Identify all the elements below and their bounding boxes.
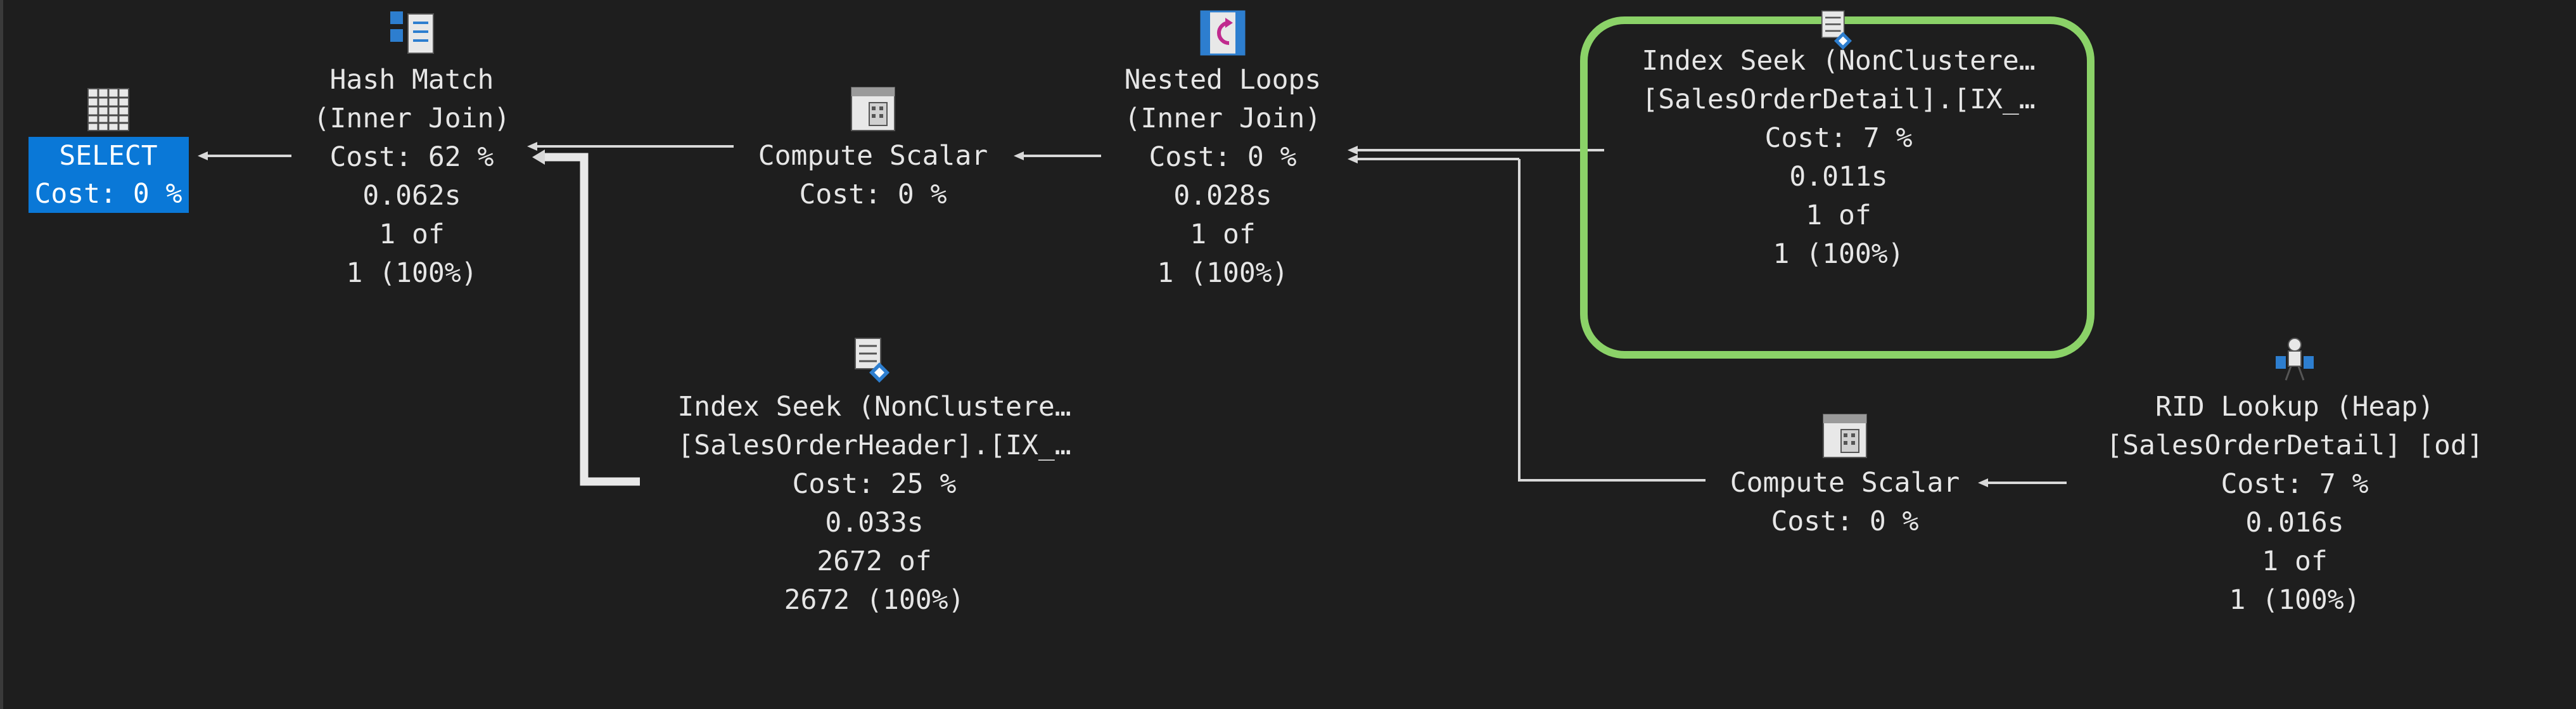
index-seek-icon: [1821, 10, 1852, 50]
index-seek-detail-object: [SalesOrderDetail].[IX_…: [1642, 84, 2036, 115]
index-seek-detail-cost: Cost: 7 %: [1764, 122, 1913, 154]
connector-seek-header-to-hash: [540, 153, 640, 486]
rid-lookup-icon: [2276, 338, 2314, 381]
index-seek-header-cost: Cost: 25 %: [792, 468, 957, 500]
select-cost: Cost: 0 %: [34, 178, 182, 210]
hash-match-cost: Cost: 62 %: [329, 141, 494, 173]
arrowhead-hash-thick: [532, 150, 545, 165]
arrowhead-hash-thin: [527, 142, 537, 151]
index-seek-header-title: Index Seek (NonClustere…: [677, 391, 1071, 423]
nested-loops-subtitle: (Inner Join): [1124, 103, 1322, 134]
index-seek-detail-title: Index Seek (NonClustere…: [1642, 45, 2036, 77]
hash-match-time: 0.062s: [362, 180, 461, 212]
compute-scalar-bottom-cost: Cost: 0 %: [1771, 506, 1919, 537]
plan-node-compute-scalar-top[interactable]: Compute Scalar Cost: 0 %: [734, 84, 1012, 214]
index-seek-header-rows-actual: 2672 of: [817, 546, 932, 577]
index-seek-detail-rows-estimated: 1 (100%): [1773, 238, 1904, 270]
plan-node-rid-lookup[interactable]: RID Lookup (Heap) [SalesOrderDetail] [od…: [2067, 335, 2523, 620]
arrowhead-nested-lower: [1348, 155, 1358, 163]
plan-node-nested-loops[interactable]: Nested Loops (Inner Join) Cost: 0 % 0.02…: [1090, 8, 1356, 293]
compute-scalar-top-cost: Cost: 0 %: [799, 179, 947, 210]
arrowhead-nested: [1348, 146, 1358, 155]
rid-lookup-time: 0.016s: [2245, 507, 2344, 539]
plan-node-select[interactable]: SELECT Cost: 0 %: [14, 84, 203, 213]
select-title: SELECT: [59, 140, 158, 172]
nested-loops-rows-actual: 1 of: [1190, 219, 1256, 250]
rid-lookup-title: RID Lookup (Heap): [2155, 391, 2435, 423]
index-seek-header-object: [SalesOrderHeader].[IX_…: [677, 430, 1071, 461]
compute-scalar-bottom-title: Compute Scalar: [1730, 467, 1960, 499]
compute-scalar-icon: [1823, 414, 1867, 458]
hash-match-title: Hash Match: [329, 64, 494, 96]
arrowhead-compute-top: [1014, 151, 1024, 160]
index-seek-header-rows-estimated: 2672 (100%): [784, 584, 965, 616]
compute-scalar-top-title: Compute Scalar: [758, 140, 988, 172]
plan-node-hash-match[interactable]: Hash Match (Inner Join) Cost: 62 % 0.062…: [279, 8, 545, 293]
nested-loops-rows-estimated: 1 (100%): [1157, 257, 1289, 289]
compute-scalar-icon: [851, 87, 895, 131]
connector-nested-to-compute-bottom: [1518, 159, 1706, 482]
nested-loops-cost: Cost: 0 %: [1149, 141, 1297, 173]
index-seek-detail-rows-actual: 1 of: [1806, 200, 1871, 231]
index-seek-icon: [855, 338, 889, 383]
select-label-box[interactable]: SELECT Cost: 0 %: [28, 137, 189, 213]
arrowhead-select: [198, 151, 208, 160]
hash-match-subtitle: (Inner Join): [313, 103, 511, 134]
selected-operator-outline: [1580, 16, 2095, 359]
plan-node-compute-scalar-bottom[interactable]: Compute Scalar Cost: 0 %: [1706, 411, 1984, 541]
index-seek-header-time: 0.033s: [825, 507, 924, 539]
hash-match-icon: [390, 11, 434, 54]
hash-match-rows-actual: 1 of: [379, 219, 445, 250]
nested-loops-icon: [1200, 10, 1246, 56]
nested-loops-time: 0.028s: [1173, 180, 1272, 212]
pane-left-border: [0, 0, 3, 709]
plan-node-index-seek-detail[interactable]: Index Seek (NonClustere… [SalesOrderDeta…: [1604, 8, 2073, 274]
rid-lookup-rows-estimated: 1 (100%): [2229, 584, 2361, 616]
rid-lookup-rows-actual: 1 of: [2262, 546, 2328, 577]
rid-lookup-object: [SalesOrderDetail] [od]: [2106, 430, 2484, 461]
index-seek-detail-time: 0.011s: [1789, 161, 1888, 193]
hash-match-rows-estimated: 1 (100%): [346, 257, 478, 289]
plan-node-index-seek-header[interactable]: Index Seek (NonClustere… [SalesOrderHead…: [640, 335, 1109, 620]
select-grid-icon: [87, 88, 129, 131]
rid-lookup-cost: Cost: 7 %: [2221, 468, 2369, 500]
arrowhead-compute-bottom: [1978, 478, 1988, 487]
nested-loops-title: Nested Loops: [1124, 64, 1322, 96]
